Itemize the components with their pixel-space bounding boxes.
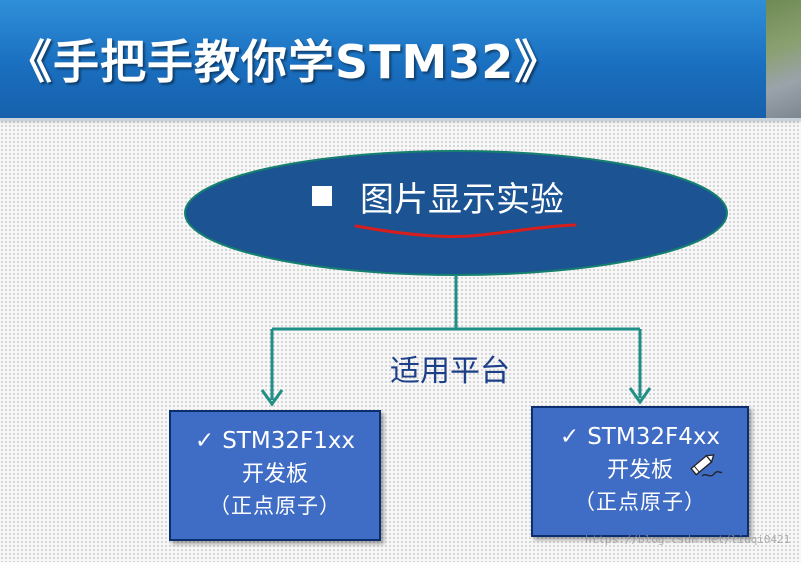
slide-title: 《手把手教你学STM32》 bbox=[6, 35, 562, 89]
board-model: STM32F1xx bbox=[222, 428, 356, 454]
platform-label: 适用平台 bbox=[390, 354, 510, 389]
board-model-line: ✓ STM32F4xx bbox=[533, 424, 747, 450]
board-type: 开发板 bbox=[241, 462, 308, 487]
board-box-f1: ✓ STM32F1xx 开发板 （正点原子） bbox=[169, 410, 381, 541]
pen-cursor-icon bbox=[690, 454, 723, 477]
board-type: 开发板 bbox=[606, 458, 673, 483]
bullet-square-icon bbox=[312, 186, 332, 206]
board-model: STM32F4xx bbox=[587, 424, 721, 450]
arrow-left-head bbox=[260, 389, 284, 407]
checkmark-icon: ✓ bbox=[194, 428, 215, 454]
watermark-text: https://blog.csdn.net/liuqi0421 bbox=[585, 533, 791, 546]
board-box-f4: ✓ STM32F4xx 开发板 （正点原子） bbox=[531, 406, 749, 537]
annotation-underline-topic bbox=[354, 223, 577, 239]
topic-label: 图片显示实验 bbox=[312, 172, 564, 221]
board-maker: （正点原子） bbox=[209, 494, 341, 518]
board-maker: （正点原子） bbox=[574, 490, 706, 514]
connector-lines bbox=[270, 275, 642, 400]
board-model-line: ✓ STM32F1xx bbox=[171, 428, 379, 454]
webcam-overlay bbox=[766, 0, 801, 118]
checkmark-icon: ✓ bbox=[559, 424, 580, 450]
header-divider bbox=[0, 118, 801, 121]
slide-header: 《手把手教你学STM32》 bbox=[0, 0, 801, 118]
arrow-right-head bbox=[628, 387, 652, 405]
